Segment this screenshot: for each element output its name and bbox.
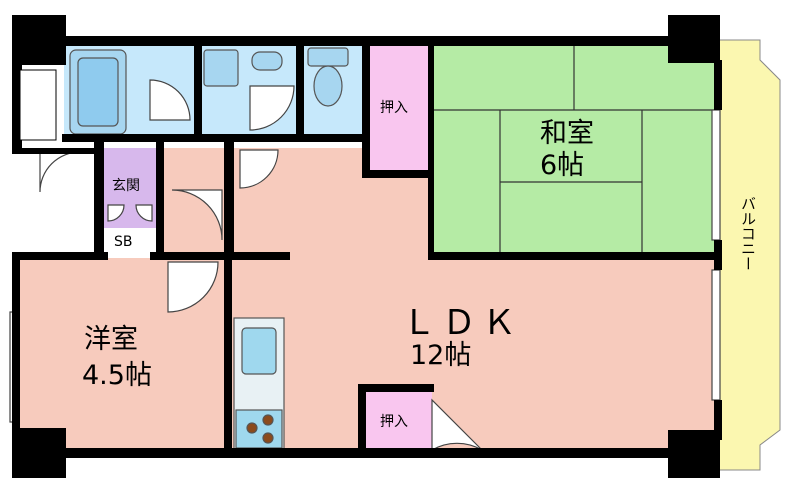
- ldk-name-label: ＬＤＫ: [402, 303, 522, 343]
- pillar: [12, 428, 66, 478]
- sink-icon: [241, 327, 277, 375]
- closet-top-label: 押入: [380, 100, 408, 116]
- washitsu-name-label: 和室: [540, 118, 594, 149]
- pillar: [668, 15, 720, 63]
- tatami-lines: [432, 44, 716, 254]
- bath-fixtures: [69, 47, 349, 135]
- sb-label: SB: [114, 234, 133, 250]
- balcony-area: [717, 39, 781, 471]
- closet-bottom-floor: [362, 388, 432, 452]
- storage-closet: [19, 69, 57, 141]
- genkan-label: 玄関: [112, 177, 140, 194]
- closet-top-floor: [370, 44, 432, 170]
- balcony-label: バルコニー: [739, 196, 757, 271]
- yoshitsu-size-label: 4.5帖: [82, 360, 152, 391]
- stove-burner-icon: [262, 432, 274, 444]
- door-swings: [39, 79, 483, 452]
- toilet-icon: [307, 47, 349, 67]
- walls: [12, 15, 722, 478]
- washitsu-size-label: 6帖: [540, 150, 584, 181]
- closet-bottom-label: 押入: [380, 414, 408, 430]
- washbasin-icon: [203, 49, 239, 87]
- ldk-size-label: 12帖: [410, 340, 471, 371]
- pillar: [12, 15, 66, 65]
- sb-floor: [100, 228, 158, 252]
- kitchen-counter: [233, 317, 285, 451]
- pillar: [668, 430, 720, 478]
- stove-burner-icon: [246, 422, 258, 434]
- yoshitsu-name-label: 洋室: [84, 324, 138, 355]
- stove-burner-icon: [262, 414, 274, 426]
